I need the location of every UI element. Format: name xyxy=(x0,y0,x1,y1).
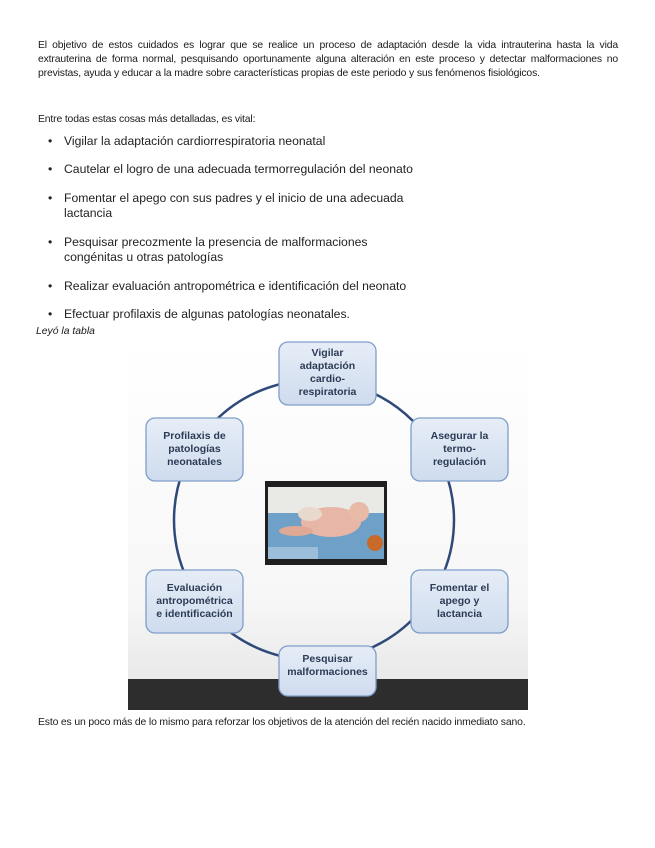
node-label-line: cardio- xyxy=(310,373,346,385)
node-label-line: neonatales xyxy=(167,456,222,468)
node-label-line: Asegurar la xyxy=(431,430,489,442)
list-item-text: Cautelar el logro de una adecuada termor… xyxy=(64,162,413,176)
intro-paragraph: El objetivo de estos cuidados es lograr … xyxy=(38,40,618,80)
bullet-icon: • xyxy=(48,162,53,176)
list-item: • Pesquisar precozmente la presencia de m… xyxy=(44,235,384,279)
node-label-line: Pesquisar xyxy=(302,653,352,665)
list-item: • Cautelar el logro de una adecuada termo… xyxy=(44,162,464,191)
bullet-icon: • xyxy=(48,134,53,148)
node-label-line: adaptación xyxy=(300,360,355,372)
node-label-line: regulación xyxy=(433,456,486,468)
list-item: • Fomentar el apego con sus padres y el i… xyxy=(44,191,409,235)
node-label-line: malformaciones xyxy=(287,666,368,678)
bullet-icon: • xyxy=(48,307,53,321)
bullet-icon: • xyxy=(48,191,53,205)
bullet-icon: • xyxy=(48,279,53,293)
node-label-line: respiratoria xyxy=(299,386,357,398)
node-label-line: patologías xyxy=(168,443,221,455)
list-item: • Realizar evaluación antropométrica e id… xyxy=(44,279,464,307)
node-label-line: Evaluación xyxy=(167,582,222,594)
list-item-text: Vigilar la adaptación cardiorrespiratori… xyxy=(64,134,326,148)
node-label-line: e identificación xyxy=(156,608,232,620)
list-item: • Efectuar profilaxis de algunas patologí… xyxy=(44,307,464,322)
list-item-text: Pesquisar precozmente la presencia de ma… xyxy=(64,235,368,264)
node-label-line: antropométrica xyxy=(156,595,233,607)
bullet-icon: • xyxy=(48,235,53,249)
closing-paragraph: Esto es un poco más de lo mismo para ref… xyxy=(38,717,526,728)
list-item-text: Realizar evaluación antropométrica e ide… xyxy=(64,279,407,293)
list-item-text: Fomentar el apego con sus padres y el in… xyxy=(64,191,404,220)
node-label-line: Vigilar xyxy=(312,347,344,359)
lead-text: Leyó la tabla xyxy=(36,326,95,337)
list-item-text: Efectuar profilaxis de algunas patología… xyxy=(64,307,350,321)
list-item: • Vigilar la adaptación cardiorrespirator… xyxy=(44,134,464,162)
node-label-line: apego y xyxy=(440,595,480,607)
objectives-list: • Vigilar la adaptación cardiorrespirator… xyxy=(44,131,464,322)
node-label-line: termo- xyxy=(443,443,476,455)
node-label-line: Profilaxis de xyxy=(163,430,226,442)
node-label-line: Fomentar el xyxy=(430,582,490,594)
vital-paragraph: Entre todas estas cosas más detalladas, … xyxy=(38,114,256,125)
newborn-photo xyxy=(265,481,387,565)
node-label-line: lactancia xyxy=(437,608,482,620)
